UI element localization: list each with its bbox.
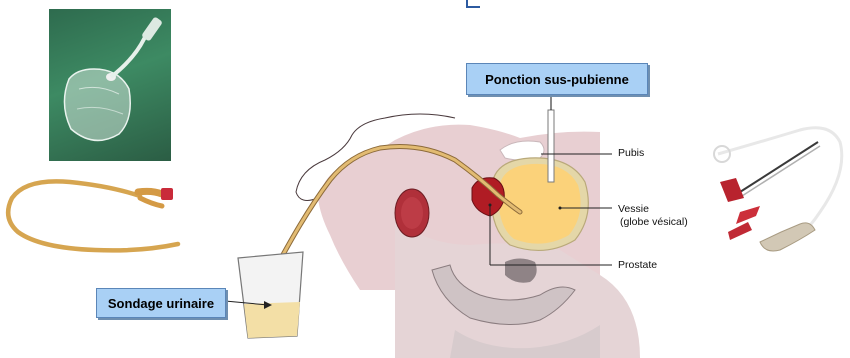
- suprapubic-kit-photo: [700, 112, 850, 262]
- label-vessie: Vessie: [618, 203, 649, 215]
- label-globe-vesical: (globe vésical): [620, 216, 688, 228]
- title-fragment: [466, 0, 480, 8]
- callout-sondage-text: Sondage urinaire: [108, 296, 214, 311]
- label-prostate: Prostate: [618, 259, 657, 271]
- suprapubic-needle: [548, 110, 554, 182]
- callout-ponction-sus-pubienne: Ponction sus-pubienne: [466, 63, 648, 95]
- urine-in-cup: [244, 302, 300, 338]
- callout-ponction-text: Ponction sus-pubienne: [485, 72, 629, 87]
- callout-sondage-urinaire: Sondage urinaire: [96, 288, 226, 318]
- label-pubis: Pubis: [618, 147, 644, 159]
